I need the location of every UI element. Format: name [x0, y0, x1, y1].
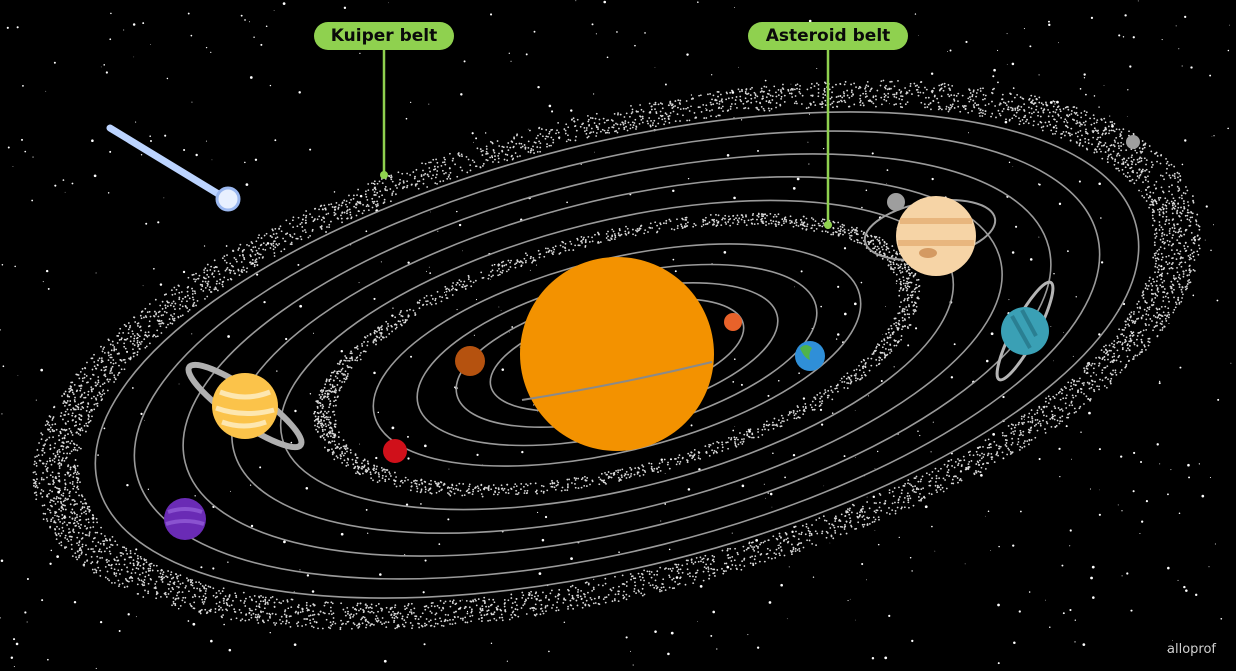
orbit-9: [94, 111, 1140, 599]
kuiper-belt-label: Kuiper belt: [314, 22, 454, 50]
comet: [106, 124, 241, 212]
asteroid-belt: [313, 212, 921, 498]
jupiter-moon: [887, 193, 905, 211]
label-pointers: [380, 48, 832, 229]
earth: [795, 341, 825, 371]
pluto: [1126, 135, 1140, 149]
alloprof-logo: alloprof: [1167, 642, 1216, 657]
mars: [383, 439, 407, 463]
venus: [455, 346, 485, 376]
orbit-7: [182, 153, 1052, 557]
asteroid-belt-label: Asteroid belt: [748, 22, 908, 50]
jupiter: [863, 196, 997, 276]
sun: [520, 257, 714, 451]
uranus: [995, 280, 1055, 382]
saturn: [185, 361, 305, 451]
mercury: [724, 313, 742, 331]
kuiper-belt: [32, 79, 1201, 631]
orbit-8: [133, 130, 1101, 580]
orbit-6: [231, 176, 1003, 534]
belts: [32, 79, 1201, 631]
neptune: [164, 498, 206, 540]
